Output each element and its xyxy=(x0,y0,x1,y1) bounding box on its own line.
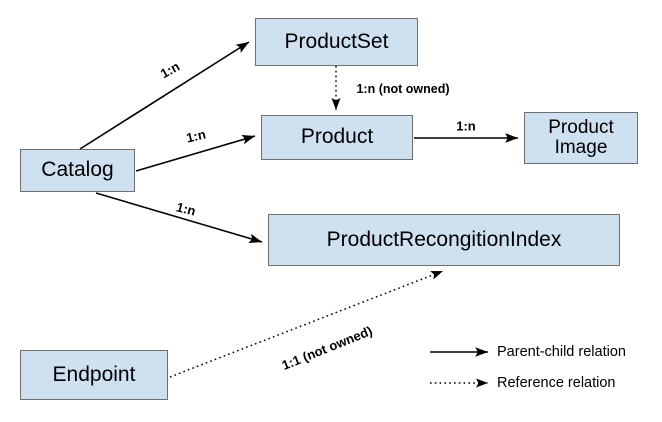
node-endpoint[interactable]: Endpoint xyxy=(20,350,168,400)
node-product-image-label: Product Image xyxy=(548,117,614,158)
node-product-recongition-index-label: ProductRecongitionIndex xyxy=(326,227,562,251)
node-catalog[interactable]: Catalog xyxy=(20,149,135,192)
node-product-label: Product xyxy=(300,125,374,149)
node-product-recongition-index[interactable]: ProductRecongitionIndex xyxy=(268,214,620,266)
node-product[interactable]: Product xyxy=(261,115,413,160)
edge-label-product-set-to-product: 1:n (not owned) xyxy=(356,82,450,96)
node-product-set-label: ProductSet xyxy=(284,29,389,53)
node-product-image[interactable]: Product Image xyxy=(524,112,638,164)
edge-label-product-to-product-image: 1:n xyxy=(456,118,476,134)
node-endpoint-label: Endpoint xyxy=(52,362,136,386)
edge-catalog-to-product-set xyxy=(79,41,250,150)
legend-label-parent-child: Parent-child relation xyxy=(497,344,626,360)
legend-label-reference: Reference relation xyxy=(497,375,616,391)
node-product-set[interactable]: ProductSet xyxy=(255,18,418,66)
edge-catalog-to-index xyxy=(95,192,263,243)
edge-catalog-to-product xyxy=(135,135,256,172)
edge-endpoint-to-index xyxy=(169,270,444,378)
node-catalog-label: Catalog xyxy=(41,158,114,182)
